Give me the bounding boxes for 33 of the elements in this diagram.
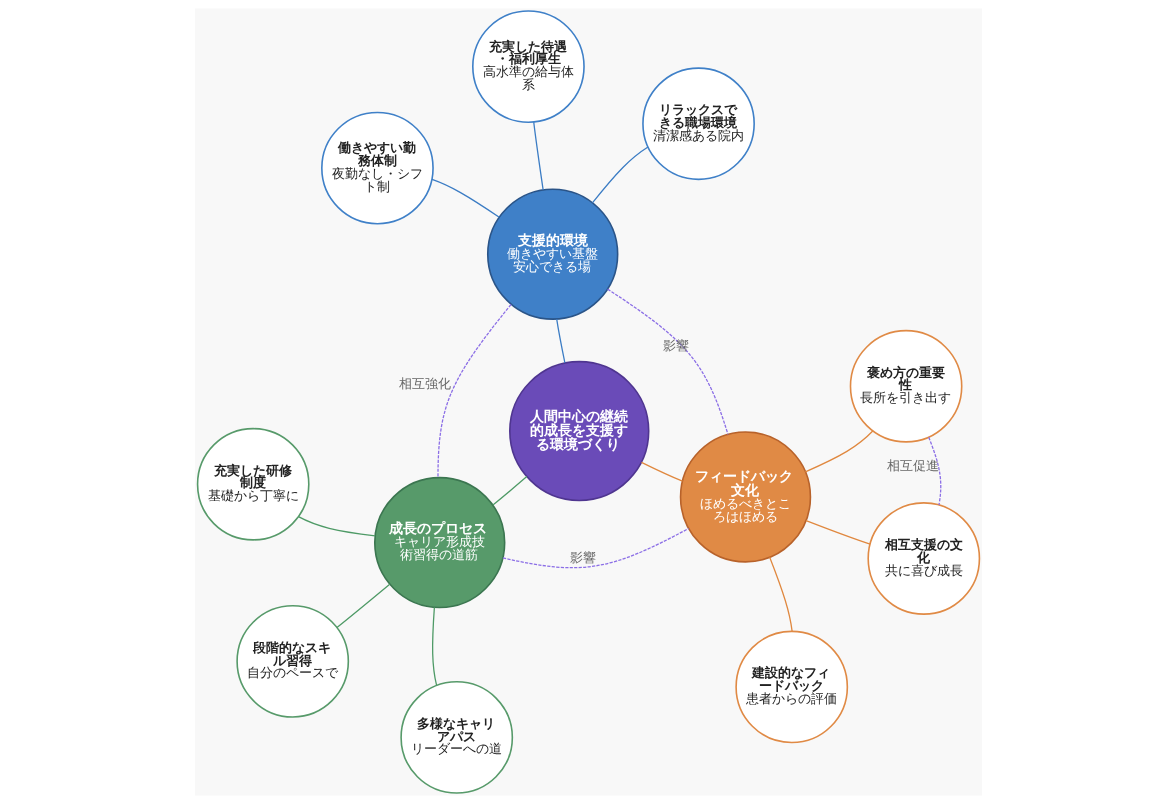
node-circle: 充実した研修制度 基礎から丁寧に xyxy=(196,427,310,541)
connector xyxy=(805,519,871,545)
connector xyxy=(927,436,941,506)
connector xyxy=(430,178,500,218)
connector xyxy=(501,527,689,569)
node-circle: 建設的なフィードバック 患者からの評価 xyxy=(734,630,848,744)
connector xyxy=(335,583,390,629)
node-circle: 相互支援の文化 共に喜び成長 xyxy=(866,502,980,615)
node-circle: 人間中心の継続的成長を支援する環境づくり xyxy=(508,360,649,502)
connector xyxy=(768,556,793,632)
node-circle: リラックスできる職場環境 清潔感ある院内 xyxy=(641,67,755,181)
node-circle: 段階的なスキル習得 自分のペースで xyxy=(235,604,349,718)
node-circle: 褒め方の重要性 長所を引き出す xyxy=(849,329,963,443)
edge-label: 相互促進 xyxy=(886,457,939,473)
node-circle: 働きやすい勤務体制 夜勤なし・シフト制 xyxy=(320,111,434,225)
connector xyxy=(606,288,729,435)
connector xyxy=(532,121,544,191)
connector xyxy=(297,516,376,537)
connector xyxy=(491,475,527,506)
connector xyxy=(640,461,683,482)
node-circle: 多様なキャリアパス リーダーへの道 xyxy=(399,681,513,794)
node-circle: フィードバック文化 ほめるべきところはほめる xyxy=(679,431,811,563)
node-circle: 充実した待遇・福利厚生 高水準の給与体系 xyxy=(471,10,585,123)
edge-label: 相互強化 xyxy=(398,376,451,392)
connector xyxy=(591,146,649,204)
node-circle: 成長のプロセス キャリア形成技術習得の道筋 xyxy=(373,476,505,609)
edge-label: 影響 xyxy=(662,338,689,354)
connector xyxy=(431,606,437,687)
connector xyxy=(436,303,512,479)
edge-label: 影響 xyxy=(569,550,596,566)
connector xyxy=(804,430,873,473)
node-circle: 支援的環境 働きやすい基盤安心できる場 xyxy=(486,188,618,320)
connector xyxy=(555,318,566,364)
